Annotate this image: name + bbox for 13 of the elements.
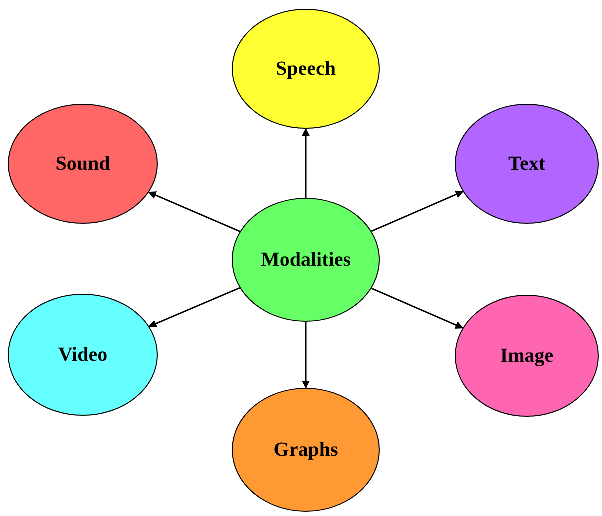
node-label: Image	[500, 344, 554, 369]
arrow	[302, 128, 310, 198]
arrow	[148, 287, 240, 328]
node-label: Speech	[276, 57, 336, 82]
arrow	[302, 322, 310, 389]
node-label: Sound	[56, 152, 110, 177]
node-label: Text	[508, 152, 546, 177]
node-label: Video	[58, 343, 108, 368]
arrow	[371, 288, 464, 329]
node-label: Modalities	[261, 248, 351, 273]
arrow	[371, 190, 464, 232]
arrow	[148, 192, 240, 232]
node-label: Graphs	[274, 438, 338, 463]
